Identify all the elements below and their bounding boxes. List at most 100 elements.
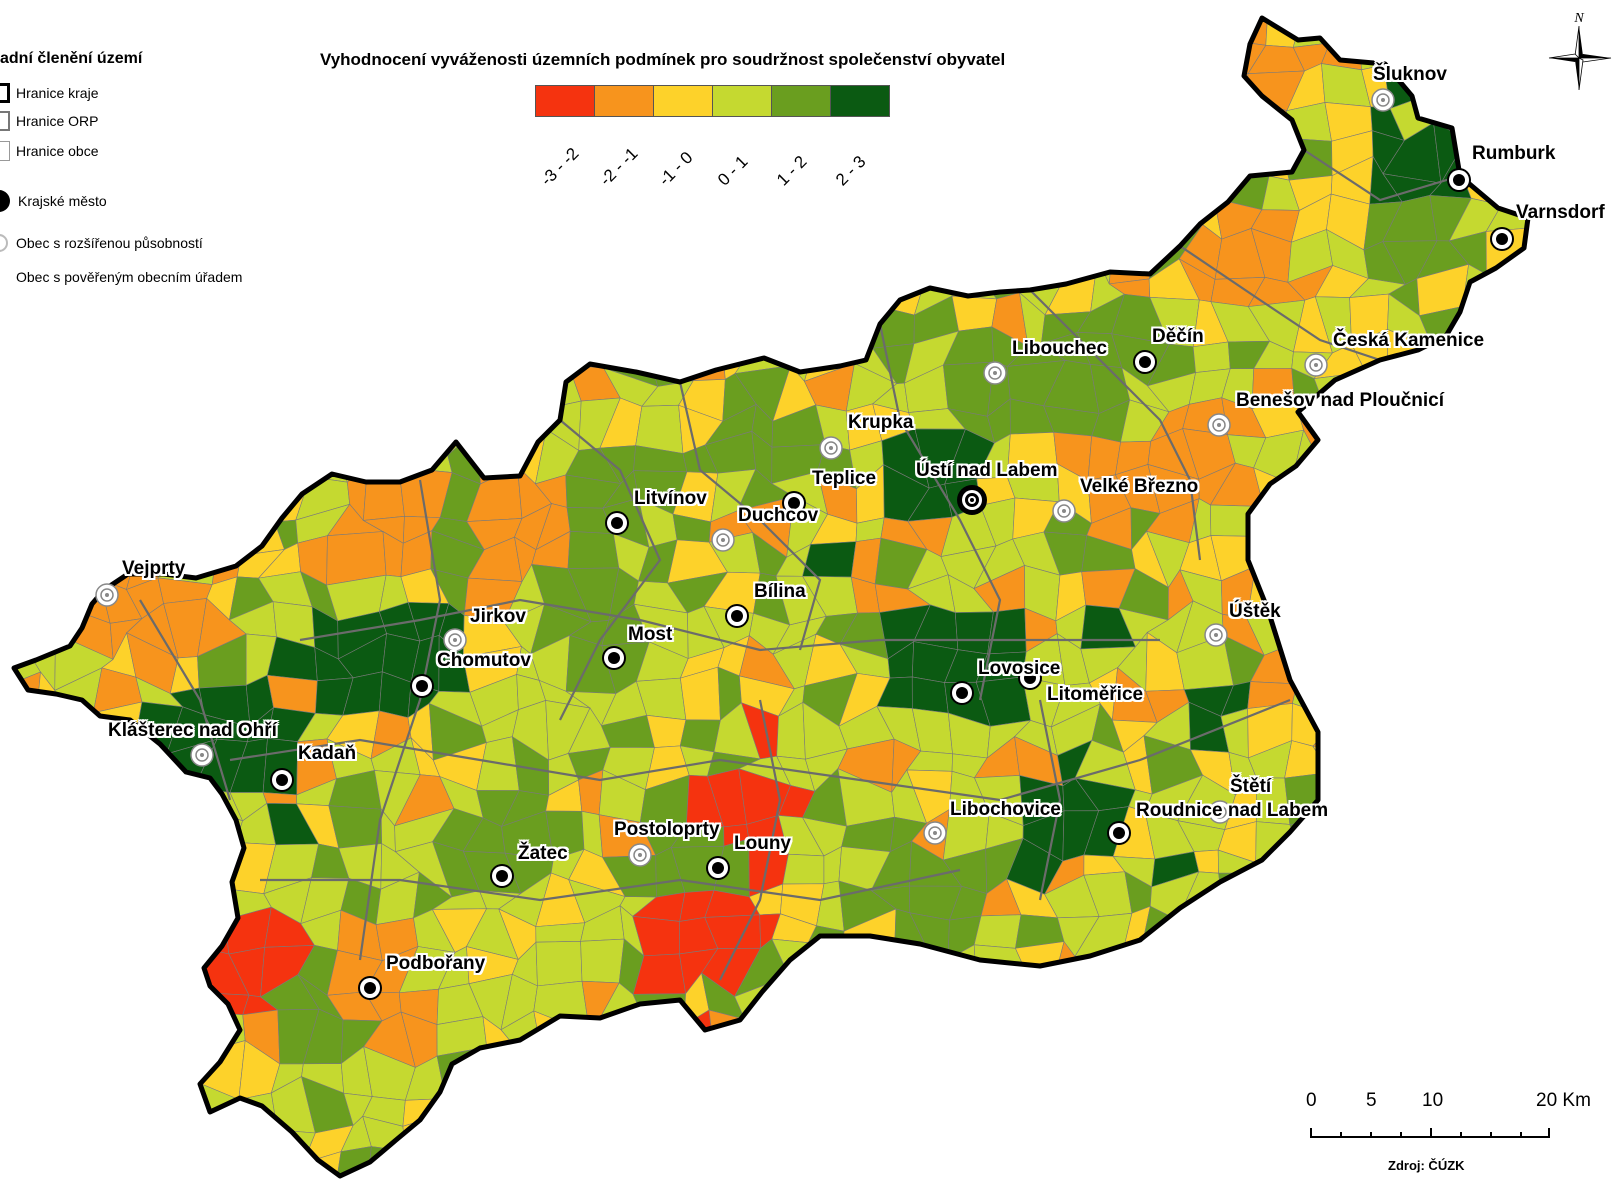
municipality-area[interactable] [1295,1041,1332,1091]
municipality-area[interactable] [412,304,443,337]
municipality-area[interactable] [23,440,81,479]
municipality-area[interactable] [580,938,625,984]
municipality-area[interactable] [673,193,717,252]
municipality-area[interactable] [1536,1148,1577,1179]
municipality-area[interactable] [1596,1045,1619,1084]
municipality-area[interactable] [739,1077,782,1130]
municipality-area[interactable] [854,263,898,314]
municipality-area[interactable] [1352,1020,1408,1068]
municipality-area[interactable] [1485,805,1523,858]
municipality-area[interactable] [734,243,789,269]
municipality-area[interactable] [1588,638,1619,690]
municipality-area[interactable] [272,430,311,484]
municipality-area[interactable] [1560,477,1604,521]
municipality-area[interactable] [775,0,820,45]
municipality-area[interactable] [1082,1011,1118,1064]
municipality-area[interactable] [3,911,48,950]
municipality-area[interactable] [951,295,998,332]
town-symbol[interactable] [957,485,987,515]
municipality-area[interactable] [1006,1153,1048,1179]
municipality-area[interactable] [94,508,142,555]
municipality-area[interactable] [468,200,516,240]
municipality-area[interactable] [1192,341,1231,373]
municipality-area[interactable] [1224,917,1265,961]
municipality-area[interactable] [1604,925,1619,947]
municipality-area[interactable] [1483,919,1539,965]
municipality-area[interactable] [1116,1047,1156,1097]
municipality-area[interactable] [1381,640,1429,676]
municipality-area[interactable] [890,1115,915,1157]
municipality-area[interactable] [1142,938,1192,999]
municipality-area[interactable] [1451,644,1504,681]
municipality-area[interactable] [685,294,722,338]
municipality-area[interactable] [1608,843,1619,889]
municipality-area[interactable] [963,1110,994,1155]
municipality-area[interactable] [904,0,951,38]
municipality-area[interactable] [681,1096,728,1129]
municipality-area[interactable] [1606,160,1619,202]
municipality-area[interactable] [713,1049,760,1098]
municipality-area[interactable] [1521,1054,1575,1082]
municipality-area[interactable] [1383,30,1438,75]
municipality-area[interactable] [1554,678,1592,705]
municipality-area[interactable] [481,1143,515,1179]
municipality-area[interactable] [1346,803,1405,855]
municipality-area[interactable] [137,1142,181,1179]
municipality-area[interactable] [239,430,274,484]
municipality-area[interactable] [1465,716,1499,759]
municipality-area[interactable] [1600,551,1619,572]
municipality-area[interactable] [1564,947,1611,985]
municipality-area[interactable] [772,1074,824,1126]
town-symbol[interactable] [1018,666,1042,690]
municipality-area[interactable] [1348,1058,1392,1083]
municipality-area[interactable] [158,787,199,819]
municipality-area[interactable] [787,258,828,301]
municipality-area[interactable] [1561,541,1607,582]
municipality-area[interactable] [1564,603,1607,658]
municipality-area[interactable] [28,941,70,995]
municipality-area[interactable] [1591,95,1619,131]
municipality-area[interactable] [745,194,777,252]
town-symbol[interactable] [711,528,735,552]
municipality-area[interactable] [802,1064,864,1095]
municipality-area[interactable] [1588,478,1619,509]
municipality-area[interactable] [264,340,307,379]
municipality-area[interactable] [937,1142,994,1179]
municipality-area[interactable] [1381,674,1429,717]
municipality-area[interactable] [1462,32,1500,70]
municipality-area[interactable] [739,1049,774,1087]
municipality-area[interactable] [840,954,895,991]
municipality-area[interactable] [1149,0,1201,48]
municipality-area[interactable] [1392,707,1440,750]
municipality-area[interactable] [1116,38,1168,72]
municipality-area[interactable] [1009,1011,1053,1058]
municipality-area[interactable] [822,1111,855,1160]
municipality-area[interactable] [906,1008,959,1065]
municipality-area[interactable] [838,0,876,30]
municipality-area[interactable] [333,193,376,242]
municipality-area[interactable] [31,463,79,509]
municipality-area[interactable] [1491,378,1533,409]
municipality-area[interactable] [1019,229,1068,275]
municipality-area[interactable] [2,942,47,995]
town-symbol[interactable] [358,976,382,1000]
municipality-area[interactable] [1387,360,1442,421]
municipality-area[interactable] [803,1017,864,1067]
municipality-area[interactable] [38,883,75,930]
municipality-area[interactable] [1184,173,1227,199]
municipality-area[interactable] [160,989,200,1030]
municipality-area[interactable] [1296,563,1320,609]
municipality-area[interactable] [1529,102,1577,147]
municipality-area[interactable] [1463,746,1485,791]
municipality-area[interactable] [113,394,149,451]
municipality-area[interactable] [1524,653,1568,692]
municipality-area[interactable] [638,264,687,311]
municipality-area[interactable] [609,1109,654,1155]
municipality-area[interactable] [954,611,994,655]
municipality-area[interactable] [1466,6,1497,43]
municipality-area[interactable] [139,951,175,990]
municipality-area[interactable] [581,1074,614,1135]
municipality-area[interactable] [158,805,212,849]
municipality-area[interactable] [1346,853,1405,892]
municipality-area[interactable] [429,331,490,385]
